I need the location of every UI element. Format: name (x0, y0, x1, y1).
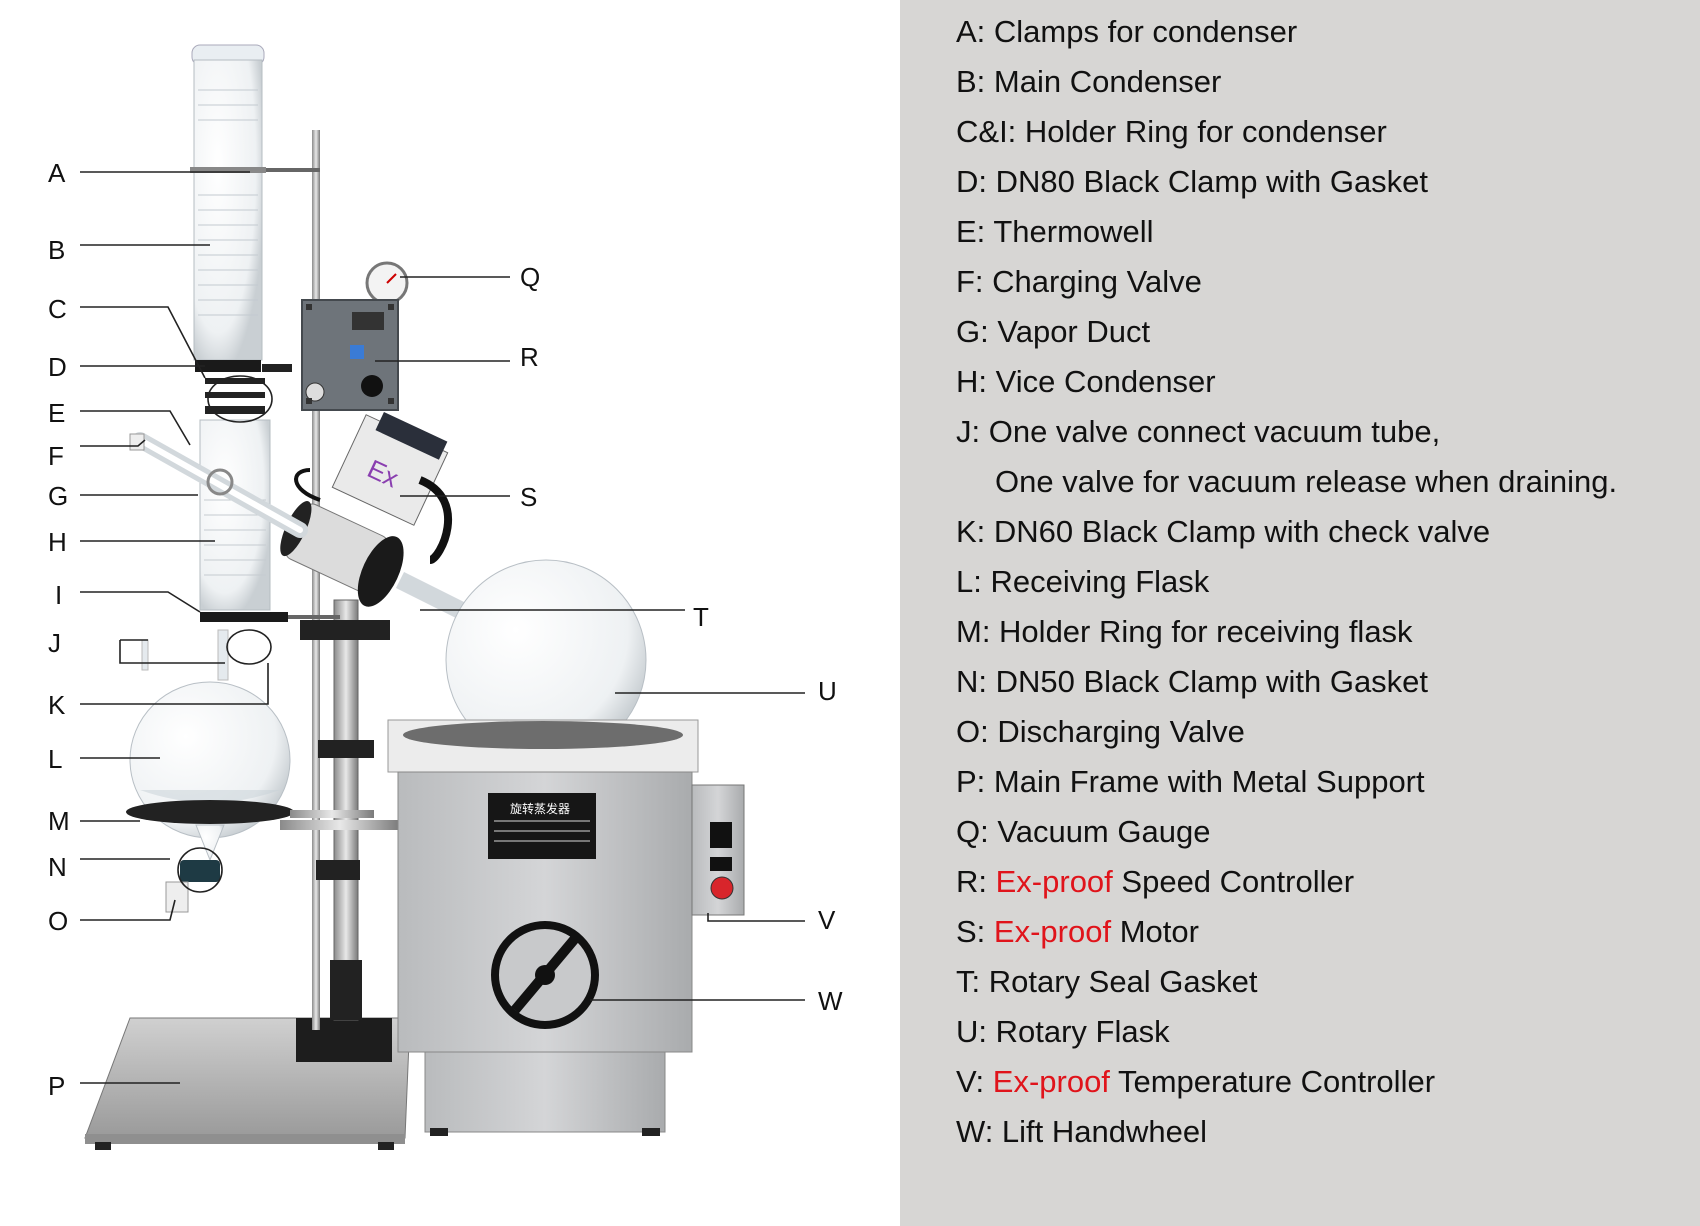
rotary-evaporator-illustration: Ex (80, 44, 805, 1150)
legend-item-n: N: DN50 Black Clamp with Gasket (956, 664, 1429, 699)
callout-e: E (48, 398, 66, 428)
legend-item-v: V: Ex-proof Temperature Controller (956, 1064, 1436, 1099)
callout-s: S (520, 482, 538, 512)
callout-f: F (48, 441, 64, 471)
temperature-controller (691, 784, 745, 916)
callout-q: Q (520, 262, 541, 292)
water-bath: 旋转蒸发器 (387, 719, 699, 1136)
main-condenser (190, 44, 320, 414)
callout-m: M (48, 806, 70, 836)
base-plate (84, 1017, 411, 1150)
legend-item-a: A: Clamps for condenser (956, 14, 1298, 49)
vapor-duct (129, 432, 308, 538)
legend-item-e: E: Thermowell (956, 214, 1154, 249)
callout-d: D (48, 352, 67, 382)
callout-t: T (693, 602, 709, 632)
callout-w: W (818, 986, 843, 1016)
callout-g: G (48, 481, 69, 511)
legend-item-k: K: DN60 Black Clamp with check valve (956, 514, 1491, 549)
legend-item-l: L: Receiving Flask (956, 564, 1210, 599)
legend-item-q: Q: Vacuum Gauge (956, 814, 1211, 849)
legend-item-p: P: Main Frame with Metal Support (956, 764, 1425, 799)
callout-b: B (48, 235, 66, 265)
legend-item-c-i: C&I: Holder Ring for condenser (956, 114, 1387, 149)
callout-k: K (48, 690, 66, 720)
legend-item-r: R: Ex-proof Speed Controller (956, 864, 1355, 899)
speed-controller (301, 299, 399, 411)
callout-l: L (48, 744, 63, 774)
callout-a: A (48, 158, 66, 188)
legend-item-g: G: Vapor Duct (956, 314, 1151, 349)
callout-o: O (48, 906, 69, 936)
callout-h: H (48, 527, 67, 557)
legend-panel: A: Clamps for condenser B: Main Condense… (900, 0, 1700, 1226)
legend-item-b: B: Main Condenser (956, 64, 1222, 99)
diagram-panel: Ex (48, 44, 843, 1150)
legend-item-t: T: Rotary Seal Gasket (956, 964, 1258, 999)
callout-c: C (48, 294, 67, 324)
callout-leader-lines (80, 171, 805, 1084)
callout-i: I (55, 580, 63, 610)
legend-item-j: J: One valve connect vacuum tube, (956, 414, 1441, 449)
callout-j: J (48, 628, 61, 658)
callout-v: V (818, 905, 836, 935)
callout-r: R (520, 342, 539, 372)
nameplate-title: 旋转蒸发器 (510, 801, 570, 816)
legend-item-u: U: Rotary Flask (956, 1014, 1170, 1049)
legend-item-h: H: Vice Condenser (956, 364, 1216, 399)
motor: Ex (294, 412, 453, 564)
legend-item-j-continued: One valve for vacuum release when draini… (995, 464, 1618, 499)
legend-item-d: D: DN80 Black Clamp with Gasket (956, 164, 1429, 199)
legend-item-s: S: Ex-proof Motor (956, 914, 1199, 949)
legend-item-w: W: Lift Handwheel (956, 1114, 1207, 1149)
legend-item-f: F: Charging Valve (956, 264, 1202, 299)
lift-handwheel (491, 921, 599, 1029)
callout-n: N (48, 852, 67, 882)
legend-item-m: M: Holder Ring for receiving flask (956, 614, 1413, 649)
receiving-flask (126, 629, 374, 913)
callout-u: U (818, 676, 837, 706)
callout-p: P (48, 1071, 66, 1101)
legend-item-o: O: Discharging Valve (956, 714, 1245, 749)
